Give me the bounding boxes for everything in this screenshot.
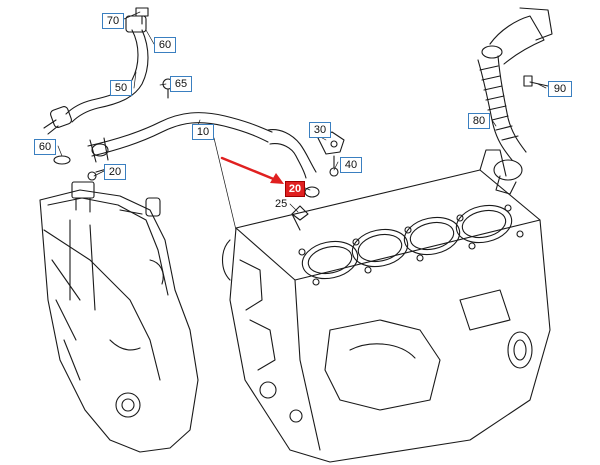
callout-70[interactable]: 70 bbox=[102, 13, 124, 29]
breather-hose-80 bbox=[477, 7, 553, 195]
callout-50[interactable]: 50 bbox=[110, 80, 132, 96]
hose-50 bbox=[43, 15, 149, 135]
engine-block bbox=[221, 149, 551, 463]
sensor-connector bbox=[71, 167, 111, 213]
breather-hose-10 bbox=[87, 112, 317, 179]
callout-60-left[interactable]: 60 bbox=[34, 139, 56, 155]
callout-25[interactable]: 25 bbox=[275, 198, 288, 210]
callout-40[interactable]: 40 bbox=[340, 157, 362, 173]
callout-20-highlighted[interactable]: 20 bbox=[285, 181, 305, 197]
callout-60-top[interactable]: 60 bbox=[154, 37, 176, 53]
callout-10[interactable]: 10 bbox=[192, 124, 214, 140]
callout-65[interactable]: 65 bbox=[170, 76, 192, 92]
fitting-70 bbox=[135, 7, 149, 25]
callout-20-left[interactable]: 20 bbox=[104, 164, 126, 180]
bolt-90 bbox=[523, 75, 549, 87]
callout-90[interactable]: 90 bbox=[548, 81, 572, 97]
callout-30[interactable]: 30 bbox=[309, 122, 331, 138]
engine-cover bbox=[39, 189, 199, 453]
callout-80[interactable]: 80 bbox=[468, 113, 490, 129]
highlight-arrow bbox=[220, 156, 284, 184]
o-ring-60 bbox=[53, 155, 71, 165]
leader-lines bbox=[57, 11, 547, 231]
seal-and-fitting bbox=[291, 186, 320, 231]
